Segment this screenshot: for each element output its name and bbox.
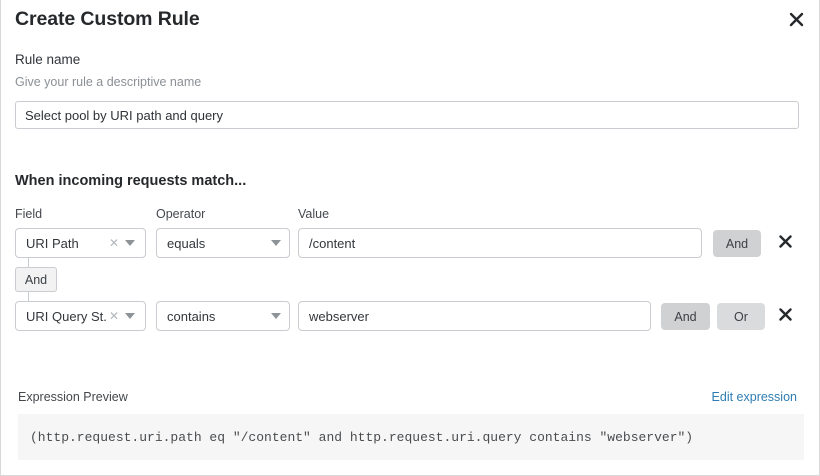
clear-icon[interactable]: ✕ [108,309,119,323]
operator-select-2-value: contains [167,308,216,324]
rule-name-label: Rule name [15,52,81,67]
column-header-operator: Operator [156,207,206,221]
expression-preview-code: (http.request.uri.path eq "/content" and… [18,414,804,460]
close-button[interactable] [783,6,809,32]
logic-or-button-2[interactable]: Or [717,303,765,330]
chevron-down-icon[interactable] [125,313,135,319]
field-select-2[interactable]: URI Query St... ✕ [15,301,146,331]
condition-row: URI Query St... ✕ contains And Or [1,301,819,331]
edit-expression-link[interactable]: Edit expression [711,390,797,404]
clear-icon[interactable]: ✕ [108,236,119,250]
field-select-1-value: URI Path [26,235,79,251]
operator-select-1[interactable]: equals [156,228,290,258]
rule-name-help: Give your rule a descriptive name [15,75,202,89]
delete-condition-button-1[interactable] [771,229,799,257]
rule-name-input[interactable] [15,101,799,129]
delete-icon [778,235,792,251]
operator-select-1-value: equals [167,235,206,251]
conditions-heading: When incoming requests match... [15,173,247,189]
expression-preview-label: Expression Preview [18,390,128,404]
chevron-down-icon[interactable] [125,240,135,246]
column-header-field: Field [15,207,43,221]
chevron-down-icon[interactable] [271,240,281,246]
value-input-2[interactable] [298,301,651,331]
delete-icon [778,308,792,324]
logic-and-button-2[interactable]: And [661,303,710,330]
field-select-1[interactable]: URI Path ✕ [15,228,146,258]
delete-condition-button-2[interactable] [771,302,799,330]
logic-and-button-1[interactable]: And [713,230,761,257]
column-header-value: Value [298,207,330,221]
chevron-down-icon[interactable] [271,313,281,319]
condition-connector-and[interactable]: And [15,267,57,292]
condition-row: URI Path ✕ equals And [1,228,819,258]
field-select-2-value: URI Query St... [26,308,107,324]
operator-select-2[interactable]: contains [156,301,290,331]
page-title: Create Custom Rule [15,8,200,30]
close-icon [789,12,804,27]
value-input-1[interactable] [298,228,702,258]
